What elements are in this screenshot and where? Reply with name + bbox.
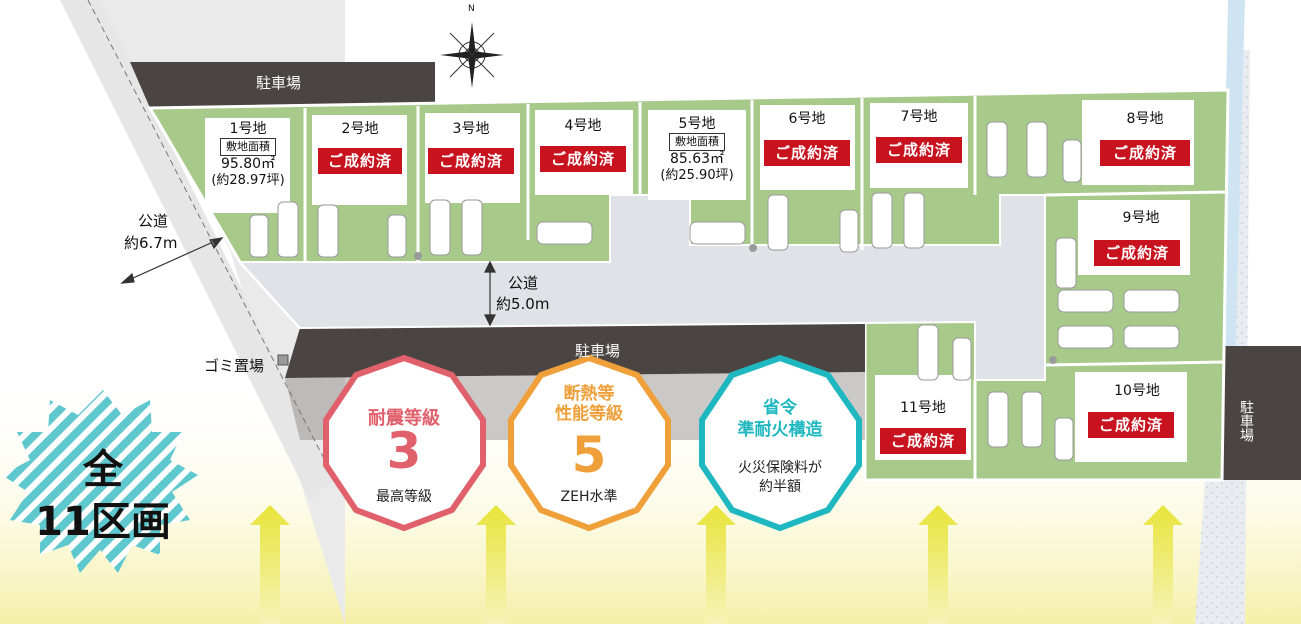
parking-top-label: 駐車場	[256, 74, 302, 92]
badge-fireproof-title-2: 準耐火構造	[737, 420, 823, 440]
lot-1-area-tsubo: (約28.97坪)	[211, 173, 285, 188]
badge-seismic-title: 耐震等級	[368, 408, 440, 429]
parking-right-area	[1222, 346, 1301, 480]
lot-3-status: ご成約済	[428, 148, 514, 174]
badge-seismic-shape	[323, 354, 486, 532]
lot-7-status: ご成約済	[876, 137, 962, 163]
total-line-2: 11区画	[35, 499, 171, 545]
road-west-label: 公道	[138, 212, 169, 230]
lot-11-status: ご成約済	[880, 428, 966, 454]
road-west-width: 約6.7m	[124, 234, 178, 252]
badge-insulation-title-1: 断熱等	[563, 384, 615, 404]
lot-6-status: ご成約済	[764, 140, 850, 166]
parking-mid-label: 駐車場	[575, 342, 621, 360]
badge-insulation-shape	[508, 354, 671, 532]
lot-11-number: 11号地	[900, 400, 946, 416]
road-center-label: 公道	[508, 274, 539, 292]
lot-6-number: 6号地	[788, 111, 826, 127]
lot-10-number: 10号地	[1114, 383, 1160, 399]
parking-top-area	[130, 62, 435, 108]
badge-fireproof-title-1: 省令	[763, 398, 797, 418]
parking-right-label: 駐車場	[1238, 400, 1254, 442]
lot-8-number: 8号地	[1126, 111, 1164, 127]
lot-10-status: ご成約済	[1088, 412, 1174, 438]
badge-insulation-sub: ZEH水準	[560, 489, 618, 505]
lot-9-number: 9号地	[1122, 210, 1160, 226]
badge-fireproof-sub-1: 火災保険料が	[738, 460, 822, 476]
lot-2-number: 2号地	[341, 121, 379, 137]
garbage-label: ゴミ置場	[204, 357, 265, 375]
total-badge-shape	[2, 390, 198, 573]
lot-4-number: 4号地	[564, 118, 602, 134]
lot-1-area: 敷地面積 95.80㎡ (約28.97坪)	[200, 138, 296, 189]
lot-9-status: ご成約済	[1094, 240, 1180, 266]
lot-5-area-m2: 85.63㎡	[669, 151, 725, 167]
lot-8-status: ご成約済	[1100, 140, 1190, 166]
sunlight-arrows	[250, 505, 1183, 624]
lot-4-status: ご成約済	[540, 146, 626, 172]
lot-5-area: 敷地面積 85.63㎡ (約25.90坪)	[648, 133, 746, 184]
badge-seismic-sub: 最高等級	[376, 489, 432, 505]
road-center-width: 約5.0m	[496, 295, 550, 313]
total-line-1: 全	[83, 447, 123, 493]
lot-2-status: ご成約済	[318, 148, 402, 174]
lot-5-area-tag: 敷地面積	[669, 133, 725, 151]
lot-1-area-tag: 敷地面積	[220, 138, 276, 156]
lot-5-area-tsubo: (約25.90坪)	[660, 168, 734, 183]
parking-mid-area	[285, 322, 865, 378]
badge-insulation-title-2: 性能等級	[555, 404, 623, 424]
badge-seismic-value: 3	[386, 422, 422, 480]
badge-fireproof-sub-2: 約半額	[759, 479, 801, 495]
badge-fireproof-shape	[699, 354, 862, 532]
badge-insulation-value: 5	[571, 426, 607, 484]
compass-north-label: N	[468, 4, 475, 14]
lot-1-area-m2: 95.80㎡	[220, 156, 276, 172]
lot-1-number: 1号地	[229, 121, 267, 137]
lot-5-number: 5号地	[678, 116, 716, 132]
lot-7-number: 7号地	[900, 109, 938, 125]
lot-3-number: 3号地	[452, 121, 490, 137]
compass-icon	[440, 22, 504, 88]
